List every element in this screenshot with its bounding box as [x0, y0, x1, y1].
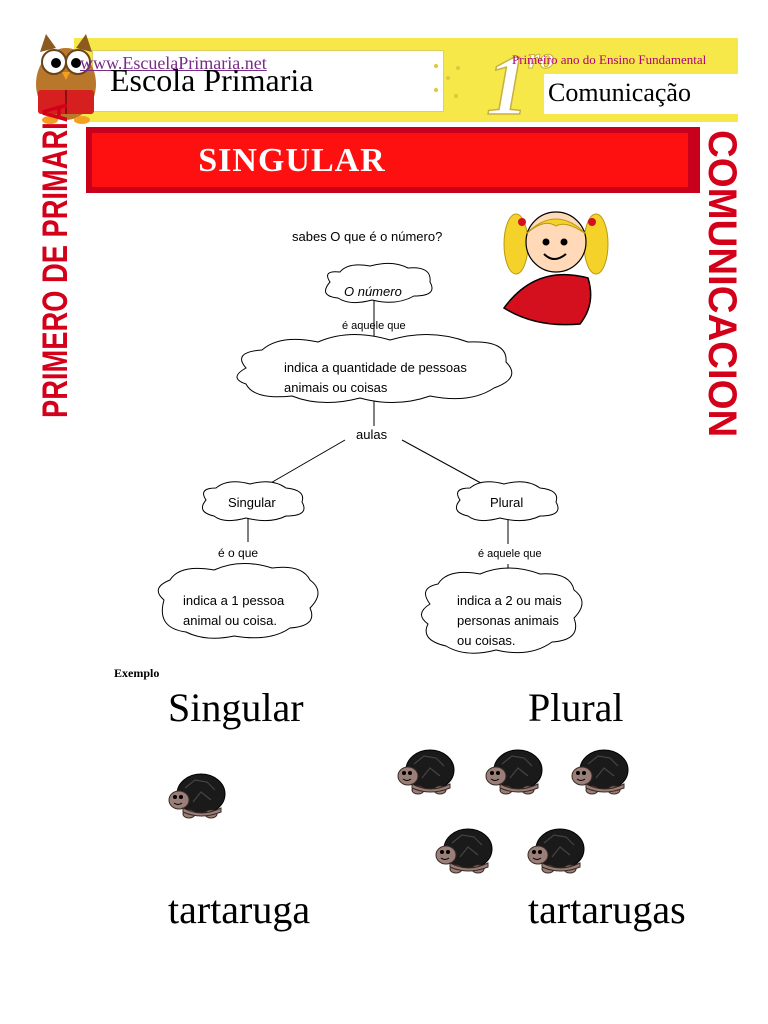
- turtle-icon: [527, 828, 585, 874]
- definition-line: animais ou coisas: [284, 380, 388, 395]
- owl-logo: [36, 34, 96, 124]
- definition-line: ou coisas.: [457, 633, 516, 648]
- decorative-dots: [434, 64, 460, 98]
- connector-line: [261, 439, 346, 489]
- cloud-definition: [236, 333, 513, 404]
- cloud-plural: [455, 481, 559, 522]
- link-label: é aquele que: [478, 548, 542, 560]
- subject-box: [544, 74, 738, 114]
- turtle-icon: [397, 749, 455, 795]
- definition-line: animal ou coisa.: [183, 613, 277, 628]
- girl-illustration: [502, 211, 609, 326]
- singular-word: tartaruga: [168, 887, 311, 932]
- cloud-singular: [201, 481, 305, 522]
- turtle-icon: [168, 773, 226, 819]
- turtle-icon: [485, 749, 543, 795]
- node-root: O número: [344, 284, 402, 299]
- example-label: Exemplo: [114, 666, 160, 680]
- plural-heading: Plural: [528, 685, 624, 730]
- node-plural: Plural: [490, 495, 524, 510]
- definition-line: personas animais: [457, 613, 559, 628]
- node-singular: Singular: [228, 495, 276, 510]
- page-title: SINGULAR: [198, 142, 386, 179]
- cloud-root: [325, 262, 433, 304]
- turtle-icon: [435, 828, 493, 874]
- school-name-box: [92, 50, 444, 112]
- site-url-link[interactable]: www.EscuelaPrimaria.net: [80, 53, 267, 73]
- link-label: é o que: [218, 546, 259, 560]
- branch-label: aulas: [356, 427, 388, 442]
- plural-word: tartarugas: [528, 887, 686, 932]
- connector-line: [401, 439, 491, 489]
- definition-line: indica a 2 ou mais: [457, 593, 562, 608]
- definition-line: indica a quantidade de pessoas: [284, 360, 467, 375]
- cloud-right-def: [421, 567, 583, 654]
- concept-map: [157, 262, 583, 654]
- grade-mark: 1 ro: [485, 40, 555, 122]
- title-banner: [92, 133, 688, 187]
- diagram-question: sabes O que é o número?: [292, 229, 443, 244]
- subject-name: Comunicação: [548, 78, 691, 107]
- grade-number: 1: [486, 40, 529, 122]
- singular-heading: Singular: [168, 685, 304, 730]
- link-label: é aquele que: [342, 320, 406, 332]
- grade-subtitle: Primeiro ano do Ensino Fundamental: [512, 52, 707, 67]
- turtle-icon: [571, 749, 629, 795]
- cloud-left-def: [157, 563, 319, 639]
- grade-suffix: ro: [528, 42, 555, 75]
- definition-line: indica a 1 pessoa: [183, 593, 285, 608]
- school-name: Escola Primaria: [110, 62, 314, 98]
